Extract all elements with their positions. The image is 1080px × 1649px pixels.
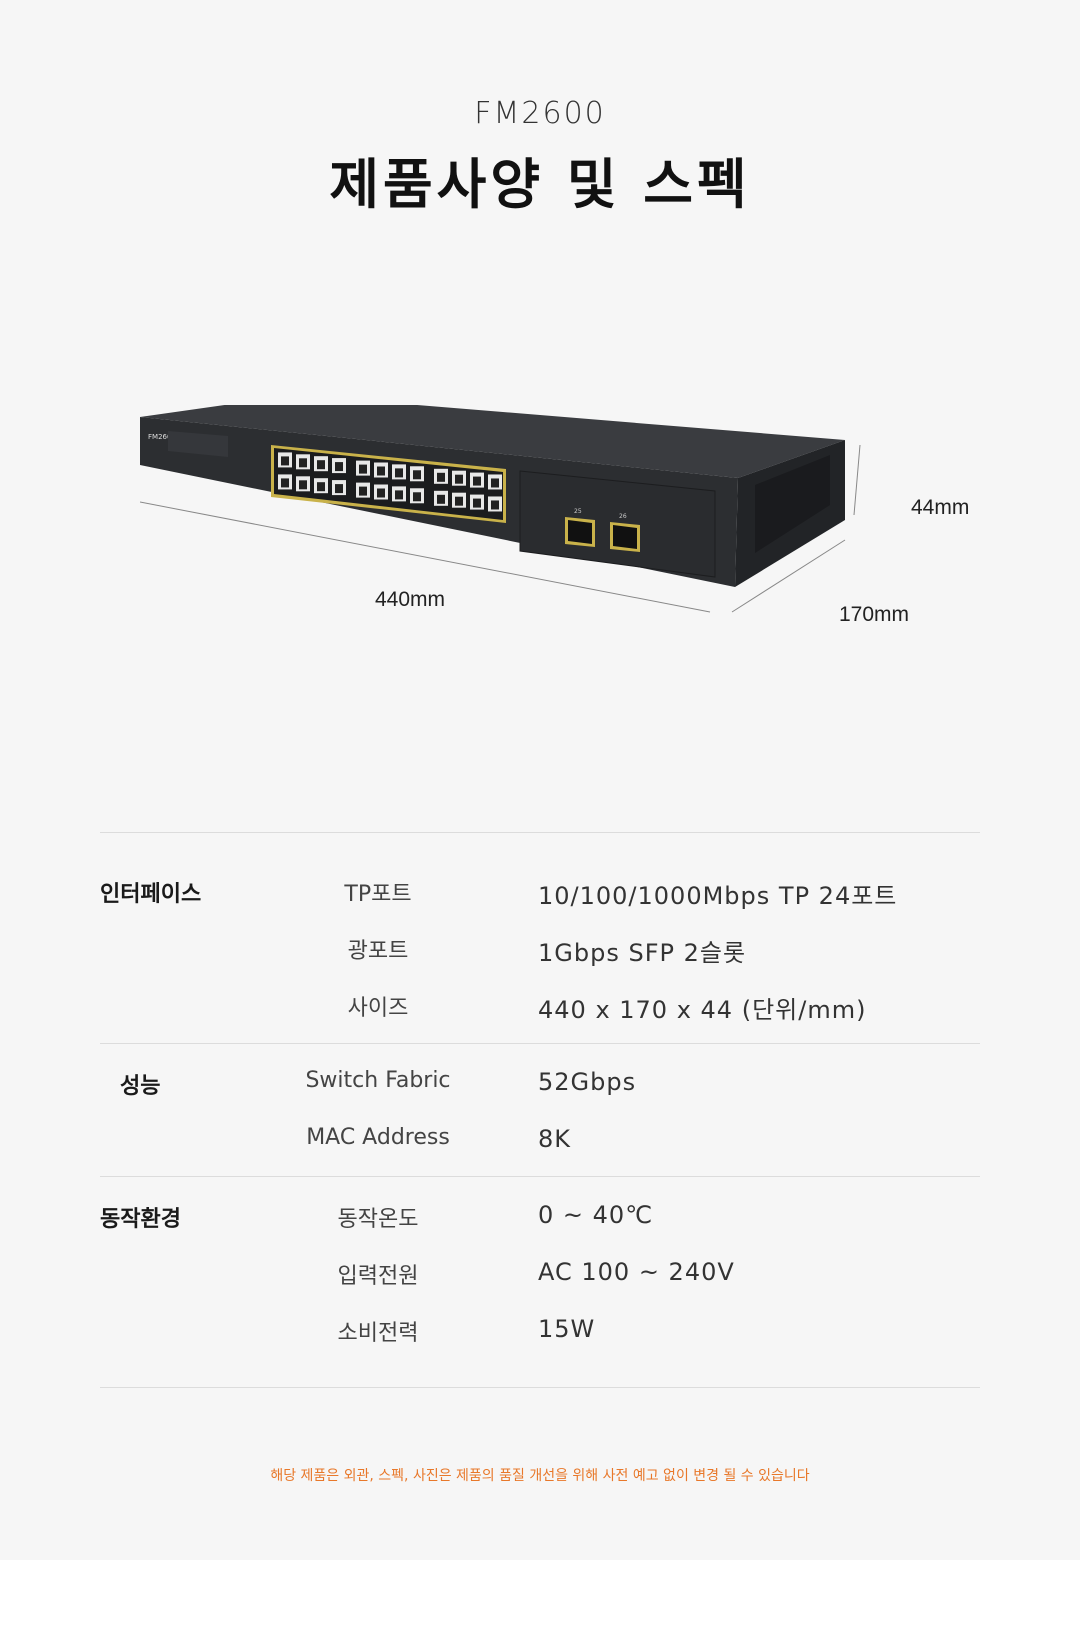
spec-group-environment: 동작환경 동작온도 0 ~ 40℃ [100, 1201, 980, 1241]
spec-value: 10/100/1000Mbps TP 24포트 [538, 882, 898, 910]
width-dimension: 440mm [375, 588, 446, 611]
depth-dimension: 170mm [839, 603, 910, 626]
category-label: 동작환경 [100, 1207, 181, 1232]
spec-divider-top [100, 832, 980, 833]
spec-label: 소비전력 [337, 1321, 419, 1346]
spec-sheet: FM2600 제품사양 및 스펙 FM2600 25 2 [100, 96, 980, 1484]
front-model-label: FM2600 [148, 433, 176, 441]
depth-dimension-line [731, 539, 846, 613]
spec-value: 0 ~ 40℃ [538, 1201, 654, 1229]
spec-value: AC 100 ~ 240V [538, 1258, 735, 1286]
spec-label: 사이즈 [347, 996, 409, 1021]
spec-row: 광포트 1Gbps SFP 2슬롯 [100, 933, 980, 973]
spec-row: 사이즈 440 x 170 x 44 (단위/mm) [100, 990, 980, 1030]
width-dimension-line [140, 501, 711, 613]
spec-value: 440 x 170 x 44 (단위/mm) [538, 996, 867, 1024]
sfp-slot-25: 25 [565, 508, 595, 547]
sfp-slot-26: 26 [610, 513, 640, 552]
spec-value: 8K [538, 1125, 572, 1153]
category-label: 성능 [120, 1074, 161, 1099]
model-name: FM2600 [474, 96, 606, 131]
spec-group-performance: 성능 Switch Fabric 52Gbps [100, 1068, 980, 1108]
height-dimension: 44mm [911, 496, 970, 519]
switch-product-image: FM2600 25 26 [140, 405, 861, 613]
led-panel [168, 431, 228, 457]
spec-divider-bottom [100, 1387, 980, 1388]
spec-row: 소비전력 15W [100, 1315, 980, 1355]
spec-row: MAC Address 8K [100, 1125, 980, 1165]
spec-divider [100, 1176, 980, 1177]
spec-label: 광포트 [347, 939, 409, 964]
spec-label: TP포트 [344, 882, 412, 907]
rj45-ports [278, 452, 502, 512]
spec-label: 입력전원 [337, 1264, 419, 1289]
svg-text:25: 25 [574, 508, 582, 515]
height-dimension-line [853, 444, 861, 516]
spec-divider [100, 1043, 980, 1044]
side-vents [755, 455, 830, 553]
spec-value: 1Gbps SFP 2슬롯 [538, 939, 747, 967]
spec-label: Switch Fabric [305, 1068, 451, 1093]
category-label: 인터페이스 [100, 882, 202, 907]
spec-row: 입력전원 AC 100 ~ 240V [100, 1258, 980, 1298]
spec-value: 52Gbps [538, 1068, 637, 1096]
page-title: 제품사양 및 스펙 [329, 153, 751, 216]
disclaimer-note: 해당 제품은 외관, 스펙, 사진은 제품의 품질 개선을 위해 사전 예고 없… [270, 1468, 810, 1484]
svg-text:26: 26 [619, 513, 627, 520]
spec-value: 15W [538, 1315, 596, 1343]
spec-label: 동작온도 [337, 1207, 419, 1232]
chassis-top [140, 405, 845, 478]
spec-label: MAC Address [306, 1125, 450, 1150]
spec-group-interface: 인터페이스 TP포트 10/100/1000Mbps TP 24포트 [100, 876, 980, 916]
